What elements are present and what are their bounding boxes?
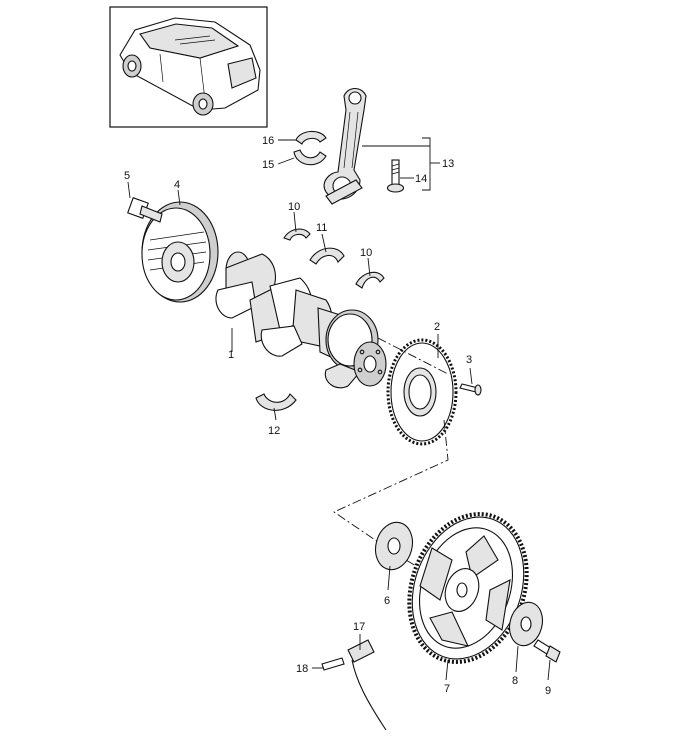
drive-plate	[407, 512, 529, 664]
callout-6: 6	[384, 595, 390, 607]
pulley-bolt	[127, 197, 163, 223]
thrust-washer-right	[355, 271, 385, 289]
connecting-rod	[323, 87, 367, 205]
spacer-disc-front	[374, 521, 414, 571]
callout-12: 12	[268, 425, 280, 437]
callout-labels: 1 2 3 4 5 6 7 8 9 10 10 11 12 13 14 15 1…	[124, 135, 551, 697]
callout-2: 2	[434, 321, 440, 333]
callout-17: 17	[353, 621, 365, 633]
callout-10-left: 10	[288, 201, 300, 213]
signal-wheel-bolt	[459, 383, 482, 396]
callout-7: 7	[444, 683, 450, 695]
callout-15: 15	[262, 159, 274, 171]
callout-8: 8	[512, 675, 518, 687]
drive-plate-bolt	[533, 639, 561, 663]
callout-16: 16	[262, 135, 274, 147]
crankshaft	[215, 251, 379, 389]
callout-5: 5	[124, 170, 130, 182]
rod-bolt	[386, 159, 405, 193]
rod-bearing-shell-lower	[293, 149, 327, 166]
callout-11: 11	[316, 222, 327, 234]
callout-3: 3	[466, 354, 472, 366]
callout-9: 9	[545, 685, 551, 697]
callout-13: 13	[442, 158, 454, 170]
callout-18: 18	[296, 663, 308, 675]
speed-sensor	[347, 639, 387, 731]
callout-10-right: 10	[360, 247, 372, 259]
crankshaft-pulley	[141, 201, 219, 303]
callout-1: 1	[228, 349, 234, 361]
leader-lines	[127, 137, 551, 681]
spacer-disc-rear	[508, 601, 544, 647]
callout-4: 4	[174, 179, 180, 191]
signal-wheel	[386, 338, 458, 446]
vehicle-thumbnail	[109, 6, 268, 128]
suv-icon	[119, 17, 261, 116]
crankshaft-flange	[353, 341, 387, 387]
sensor-bolt	[321, 657, 345, 671]
thrust-washer-left	[283, 228, 311, 241]
callout-14: 14	[415, 173, 427, 185]
main-bearing-shell-lower	[255, 393, 297, 411]
main-bearing-shell-upper	[309, 247, 345, 265]
rod-bearing-shell-upper	[295, 130, 327, 145]
